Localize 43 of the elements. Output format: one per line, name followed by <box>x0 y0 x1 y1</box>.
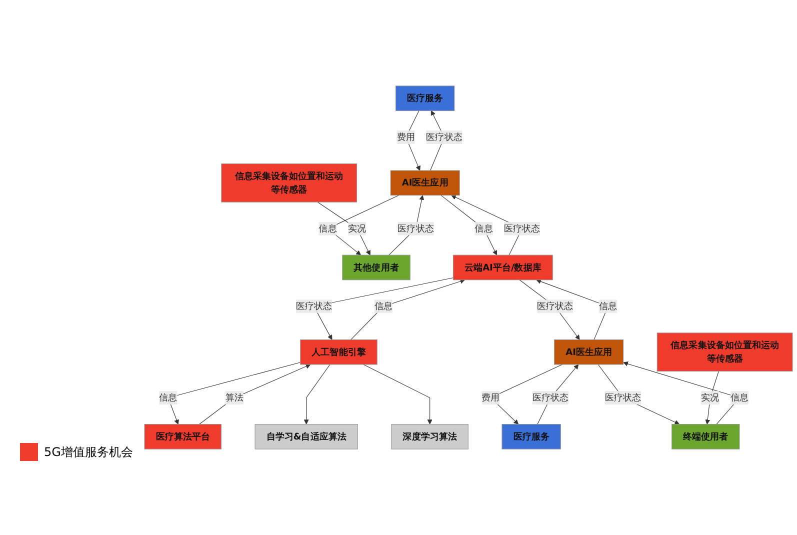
arrow <box>705 370 719 424</box>
arrow <box>317 202 370 256</box>
edge-label: 医疗状态 <box>426 132 462 142</box>
node-box: 人工智能引擎 <box>300 339 378 365</box>
node-box: 信息采集设备如位置和运动等传感器 <box>656 332 793 372</box>
edge-label: 信息 <box>318 222 337 234</box>
arrow <box>199 364 311 425</box>
node-box: 终端使用者 <box>672 424 740 450</box>
arrow <box>406 110 420 171</box>
edge-label: 算法 <box>225 392 244 403</box>
node-box: 医疗算法平台 <box>144 424 222 450</box>
arrow <box>440 195 498 256</box>
node-box: 云端AI平台/数据库 <box>452 254 553 280</box>
node-box: 其他使用者 <box>342 254 410 280</box>
edge-label: 信息 <box>374 300 392 312</box>
node-box: 自学习&自适应算法 <box>254 424 358 450</box>
edge-label: 信息 <box>730 392 749 403</box>
arrow <box>304 364 330 424</box>
legend-text: 5G增值服务机会 <box>44 444 133 460</box>
node-box: 信息采集设备如位置和运动等传感器 <box>221 163 358 202</box>
edge-label: 信息 <box>474 222 493 234</box>
edge-label: 医疗状态 <box>296 300 332 312</box>
edge-label: 医疗状态 <box>532 392 569 403</box>
arrow <box>168 362 301 424</box>
edge-label: 医疗状态 <box>504 222 540 234</box>
edge-label: 信息 <box>159 392 178 403</box>
node-box: 医疗服务 <box>395 86 455 112</box>
edge-label: 费用 <box>482 392 500 403</box>
edge-label: 实况 <box>348 222 366 234</box>
edge-label: 费用 <box>396 132 415 142</box>
arrow <box>350 278 466 340</box>
arrow <box>363 364 432 424</box>
arrow <box>598 364 680 425</box>
node-box: 医疗服务 <box>502 424 561 450</box>
edge-label: 医疗状态 <box>398 222 434 234</box>
edge-label: 实况 <box>701 392 720 403</box>
edge-label: 医疗状态 <box>604 392 642 403</box>
node-box: 深度学习算法 <box>391 424 468 450</box>
node-box: AI医生应用 <box>390 170 460 196</box>
edge-label: 医疗状态 <box>536 300 574 312</box>
edge-label: 信息 <box>598 300 618 312</box>
arrow <box>519 280 580 340</box>
node-box: AI医生应用 <box>554 339 624 365</box>
